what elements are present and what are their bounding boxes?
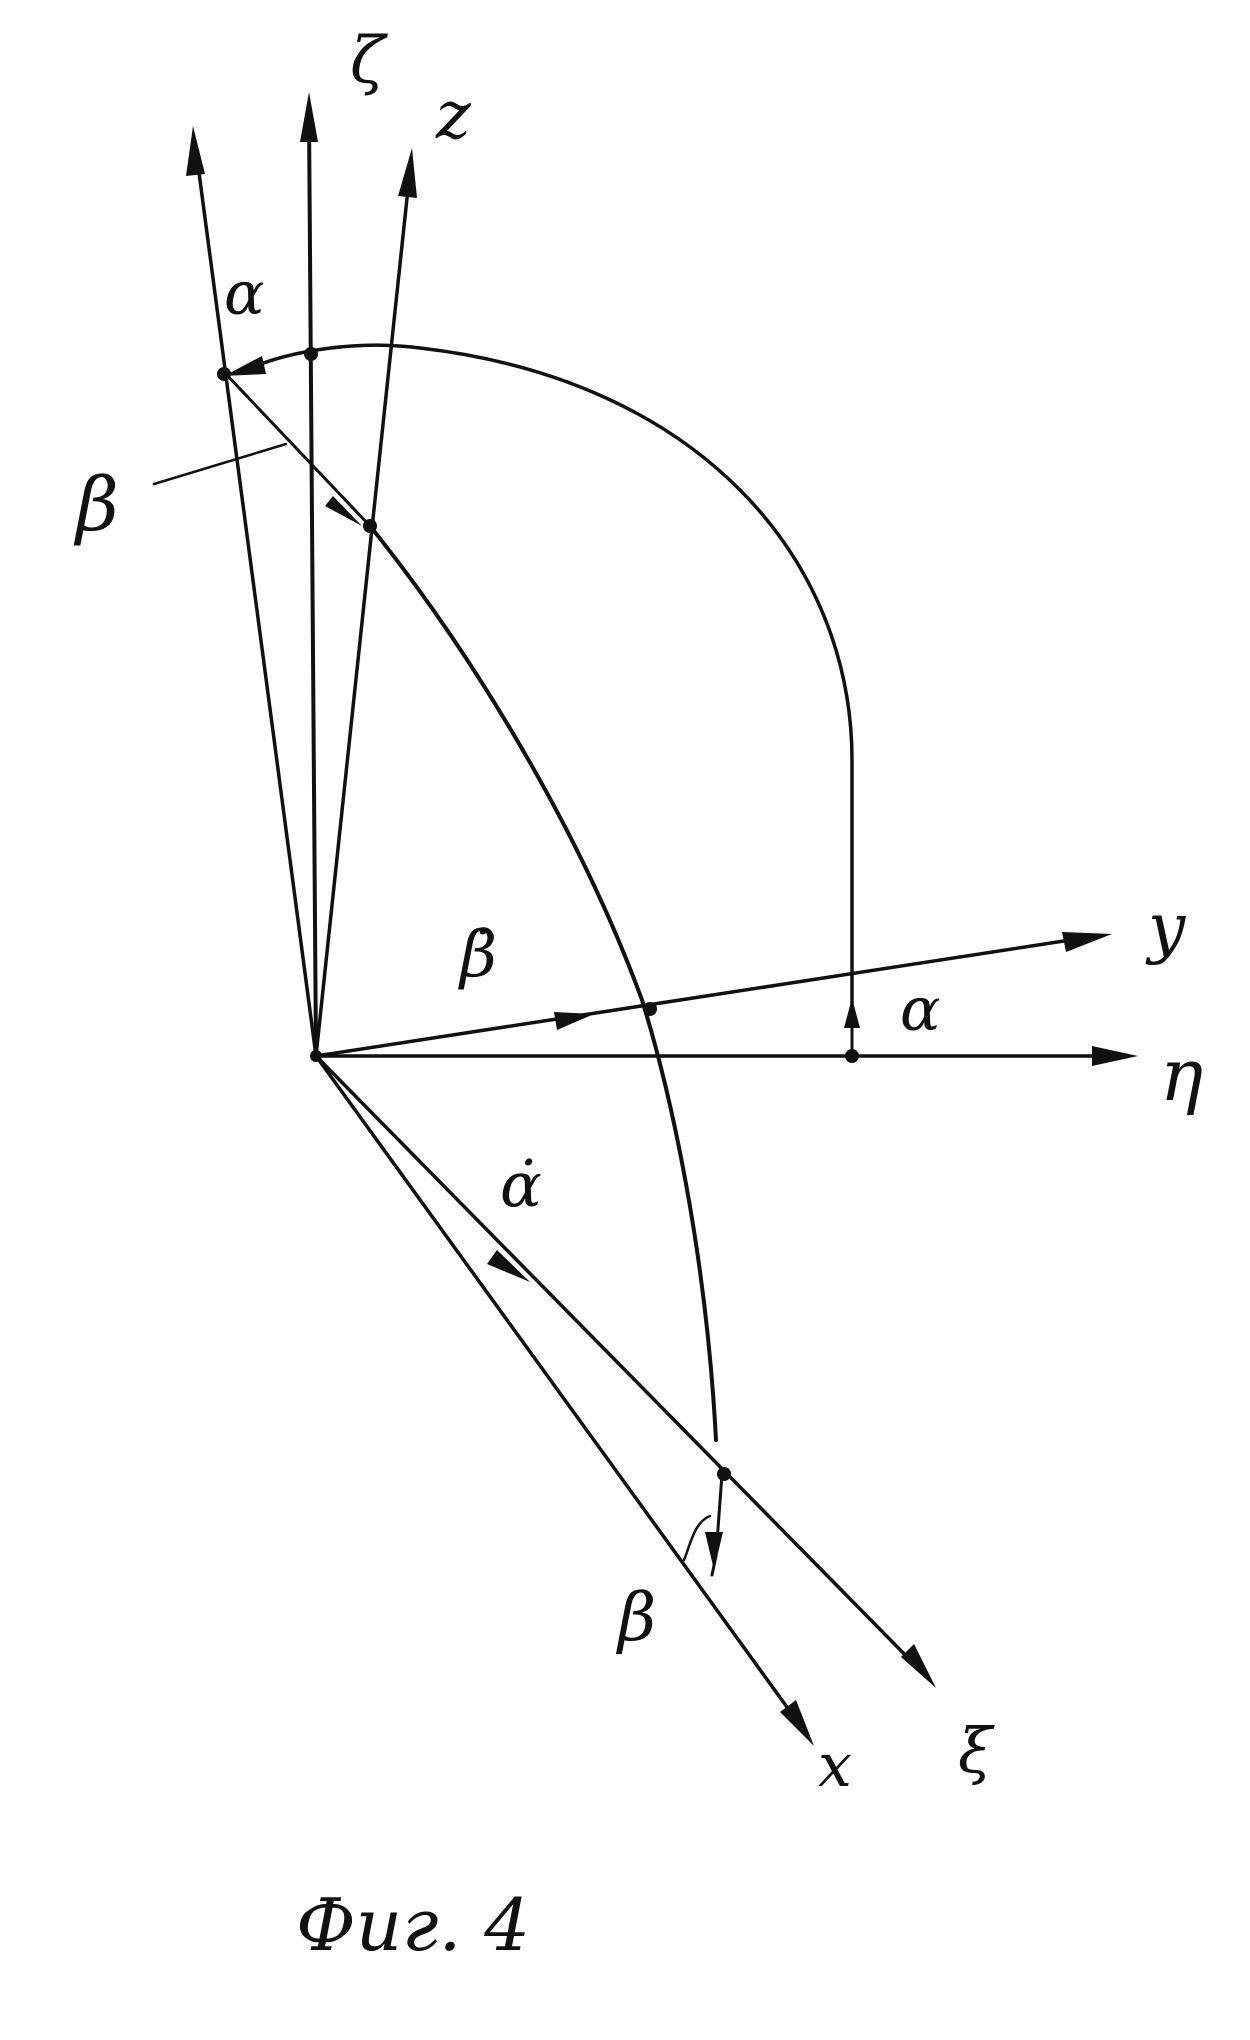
alpha-arc bbox=[224, 343, 854, 1024]
point-z bbox=[363, 519, 377, 533]
label-alpha-top: α bbox=[224, 259, 265, 329]
point-eta bbox=[845, 1049, 859, 1063]
label-x: x bbox=[818, 1731, 852, 1801]
transfer-line bbox=[222, 370, 372, 528]
axis-y bbox=[314, 932, 1112, 1058]
label-beta-bottom: β bbox=[615, 1579, 656, 1656]
beta-leader-line bbox=[152, 442, 288, 486]
point-y bbox=[643, 1002, 657, 1016]
axis-xi bbox=[314, 1054, 936, 1688]
axis-zeta bbox=[300, 92, 318, 1058]
point-tilted-top bbox=[217, 367, 231, 381]
beta-meridian bbox=[368, 524, 718, 1442]
label-y: y bbox=[1145, 889, 1186, 966]
beta-bottom-vector bbox=[682, 1472, 724, 1577]
beta-line-vector bbox=[325, 496, 362, 526]
label-xi: ξ bbox=[958, 1714, 995, 1787]
figure-caption: Фиг. 4 bbox=[296, 1883, 530, 1967]
beta-dot-vector bbox=[554, 1012, 594, 1030]
alpha-small-arrow bbox=[844, 998, 860, 1058]
point-zeta bbox=[304, 347, 318, 361]
axis-rotated-top bbox=[186, 126, 318, 1058]
label-alpha-dot: α̇ bbox=[500, 1148, 542, 1221]
label-zeta: ζ bbox=[350, 24, 388, 98]
label-z: z bbox=[435, 77, 472, 154]
label-beta-left: β bbox=[73, 462, 119, 548]
axis-eta bbox=[314, 1046, 1138, 1066]
point-xi bbox=[717, 1467, 731, 1481]
axis-x bbox=[314, 1054, 814, 1746]
label-alpha-right: α bbox=[900, 975, 941, 1045]
point-origin bbox=[310, 1050, 322, 1062]
label-eta: η bbox=[1160, 1033, 1203, 1117]
axis-z bbox=[314, 148, 417, 1058]
label-beta-dot: β̇ bbox=[458, 918, 497, 992]
alpha-dot-vector bbox=[487, 1250, 530, 1282]
